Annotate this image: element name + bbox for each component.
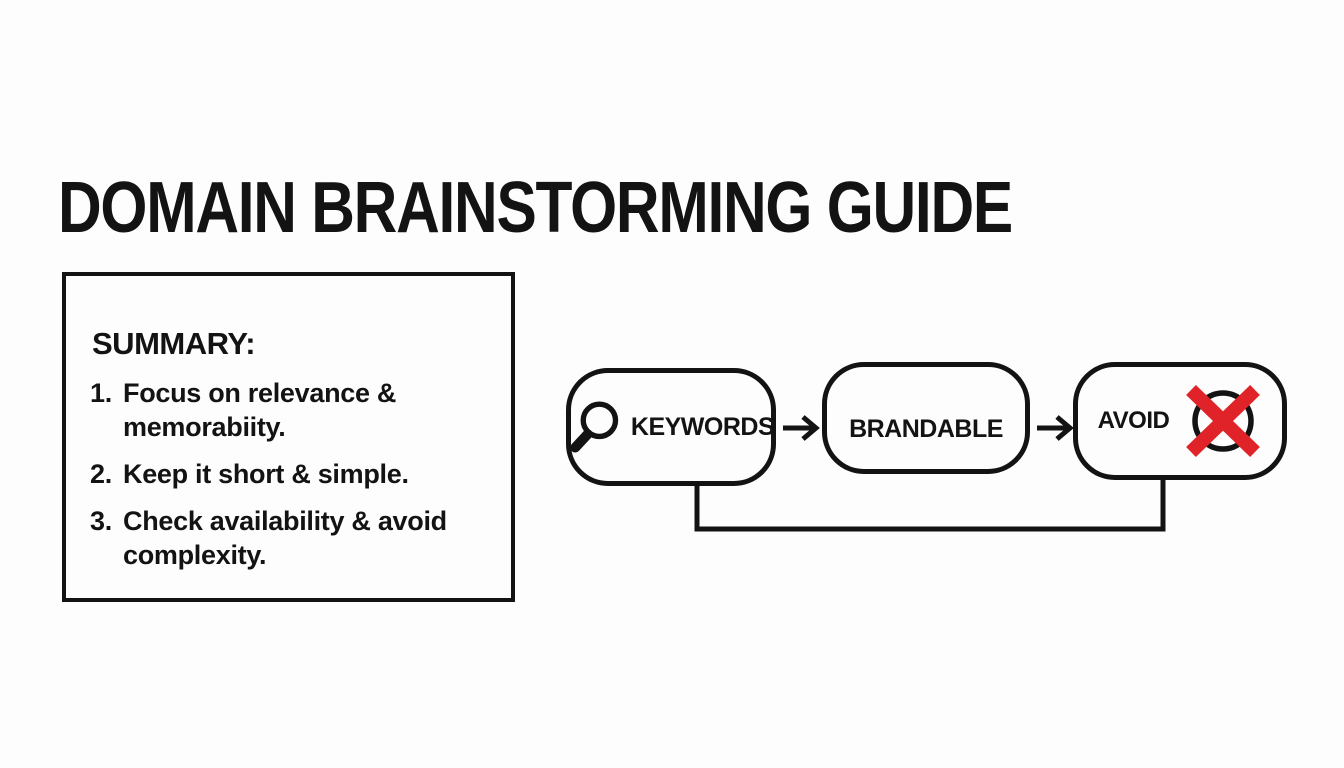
magnifier-icon [570,401,619,453]
flow-node-avoid: AVOID [1073,362,1287,480]
arrow-right-icon [1037,415,1074,441]
summary-box: SUMMARY: 1. Focus on relevance &memorabi… [62,272,515,602]
item-number: 1. [90,378,112,408]
flowchart: KEYWORDS BRANDABLE AVOID [550,310,1320,560]
summary-heading: SUMMARY: [92,326,256,361]
node-label-brandable: BRANDABLE [849,414,1003,443]
item-text: Keep it short & simple. [123,459,409,489]
item-number: 3. [90,506,112,536]
node-label-avoid: AVOID [1097,407,1170,434]
crossed-circle-icon [1186,384,1261,458]
arrow-right-icon [783,415,820,441]
feedback-loop-connector [694,478,1166,532]
flow-node-keywords: KEYWORDS [566,368,776,486]
summary-item-1: 1. Focus on relevance &memorabiity. [90,376,497,444]
item-text: Focus on relevance &memorabiity. [123,378,397,442]
flow-node-brandable: BRANDABLE [822,362,1247,474]
item-number: 2. [90,459,112,489]
page-title: DOMAIN BRAINSTORMING GUIDE [58,168,1013,249]
summary-item-2: 2. Keep it short & simple. [90,457,497,491]
node-label-keywords: KEYWORDS [630,412,775,441]
